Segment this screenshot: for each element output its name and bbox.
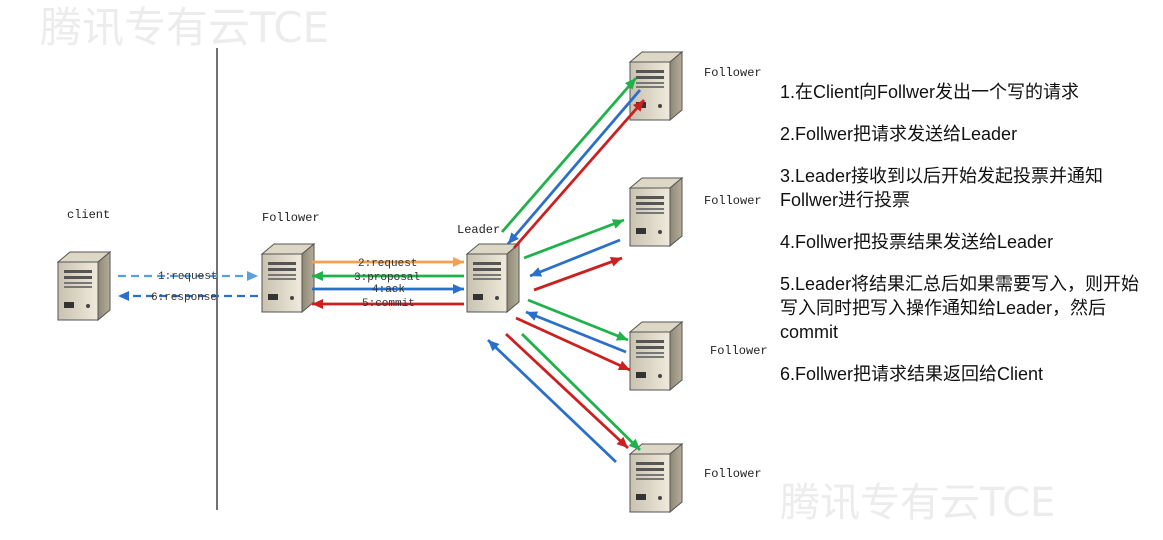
label-follower-mid: Follower	[262, 211, 320, 225]
step-6: 6.Follwer把请求结果返回给Client	[780, 364, 1044, 384]
msg-proposal: 3:proposal	[354, 272, 420, 284]
msg-request-client: 1:request	[158, 271, 217, 283]
step-1: 1.在Client向Follwer发出一个写的请求	[780, 82, 1080, 102]
msg-commit: 5:commit	[362, 298, 415, 310]
label-follower-2: Follower	[704, 194, 762, 208]
msg-request-leader: 2:request	[358, 258, 417, 270]
follower-mid-server-icon	[261, 243, 315, 313]
label-follower-3: Follower	[710, 344, 768, 358]
request-to-leader-arrow	[312, 257, 464, 267]
client-response-arrow	[118, 291, 258, 301]
proposal-f3-arrow	[527, 298, 629, 342]
steps-list: 1.在Client向Follwer发出一个写的请求 2.Follwer把请求发送…	[780, 80, 1155, 404]
client-request-arrow	[118, 271, 258, 281]
commit-f3-arrow	[515, 316, 631, 372]
step-3: 3.Leader接收到以后开始发起投票并通知Follwer进行投票	[780, 166, 1104, 210]
follower-4-server-icon	[629, 443, 683, 513]
follower-2-server-icon	[629, 177, 683, 247]
leader-server-icon	[466, 243, 520, 313]
follower-1-server-icon	[629, 51, 683, 121]
step-5: 5.Leader将结果汇总后如果需要写入，则开始写入同时把写入操作通知给Lead…	[780, 274, 1140, 342]
proposal-f4-arrow	[521, 333, 641, 451]
msg-ack: 4:ack	[372, 284, 405, 296]
proposal-from-leader-arrow	[312, 271, 464, 281]
commit-f1-arrow	[512, 99, 646, 249]
label-leader: Leader	[457, 223, 501, 237]
proposal-f2-arrow	[523, 218, 625, 260]
step-4: 4.Follwer把投票结果发送给Leader	[780, 232, 1054, 252]
ack-f1-arrow	[506, 89, 642, 245]
msg-response-client: 6:response	[151, 292, 217, 304]
commit-f4-arrow	[505, 332, 629, 450]
message-arrows	[118, 77, 646, 464]
label-follower-4: Follower	[704, 467, 762, 481]
label-client: client	[67, 208, 111, 222]
ack-f4-arrow	[487, 338, 617, 464]
step-2: 2.Follwer把请求发送给Leader	[780, 124, 1018, 144]
commit-f2-arrow	[533, 256, 623, 292]
follower-3-server-icon	[629, 321, 683, 391]
ack-f3-arrow	[525, 310, 627, 354]
ack-to-leader-arrow	[312, 284, 464, 294]
ack-f2-arrow	[529, 238, 621, 278]
label-follower-1: Follower	[704, 66, 762, 80]
proposal-f1-arrow	[500, 77, 638, 233]
commit-from-leader-arrow	[312, 299, 464, 309]
client-server-icon	[57, 251, 111, 321]
